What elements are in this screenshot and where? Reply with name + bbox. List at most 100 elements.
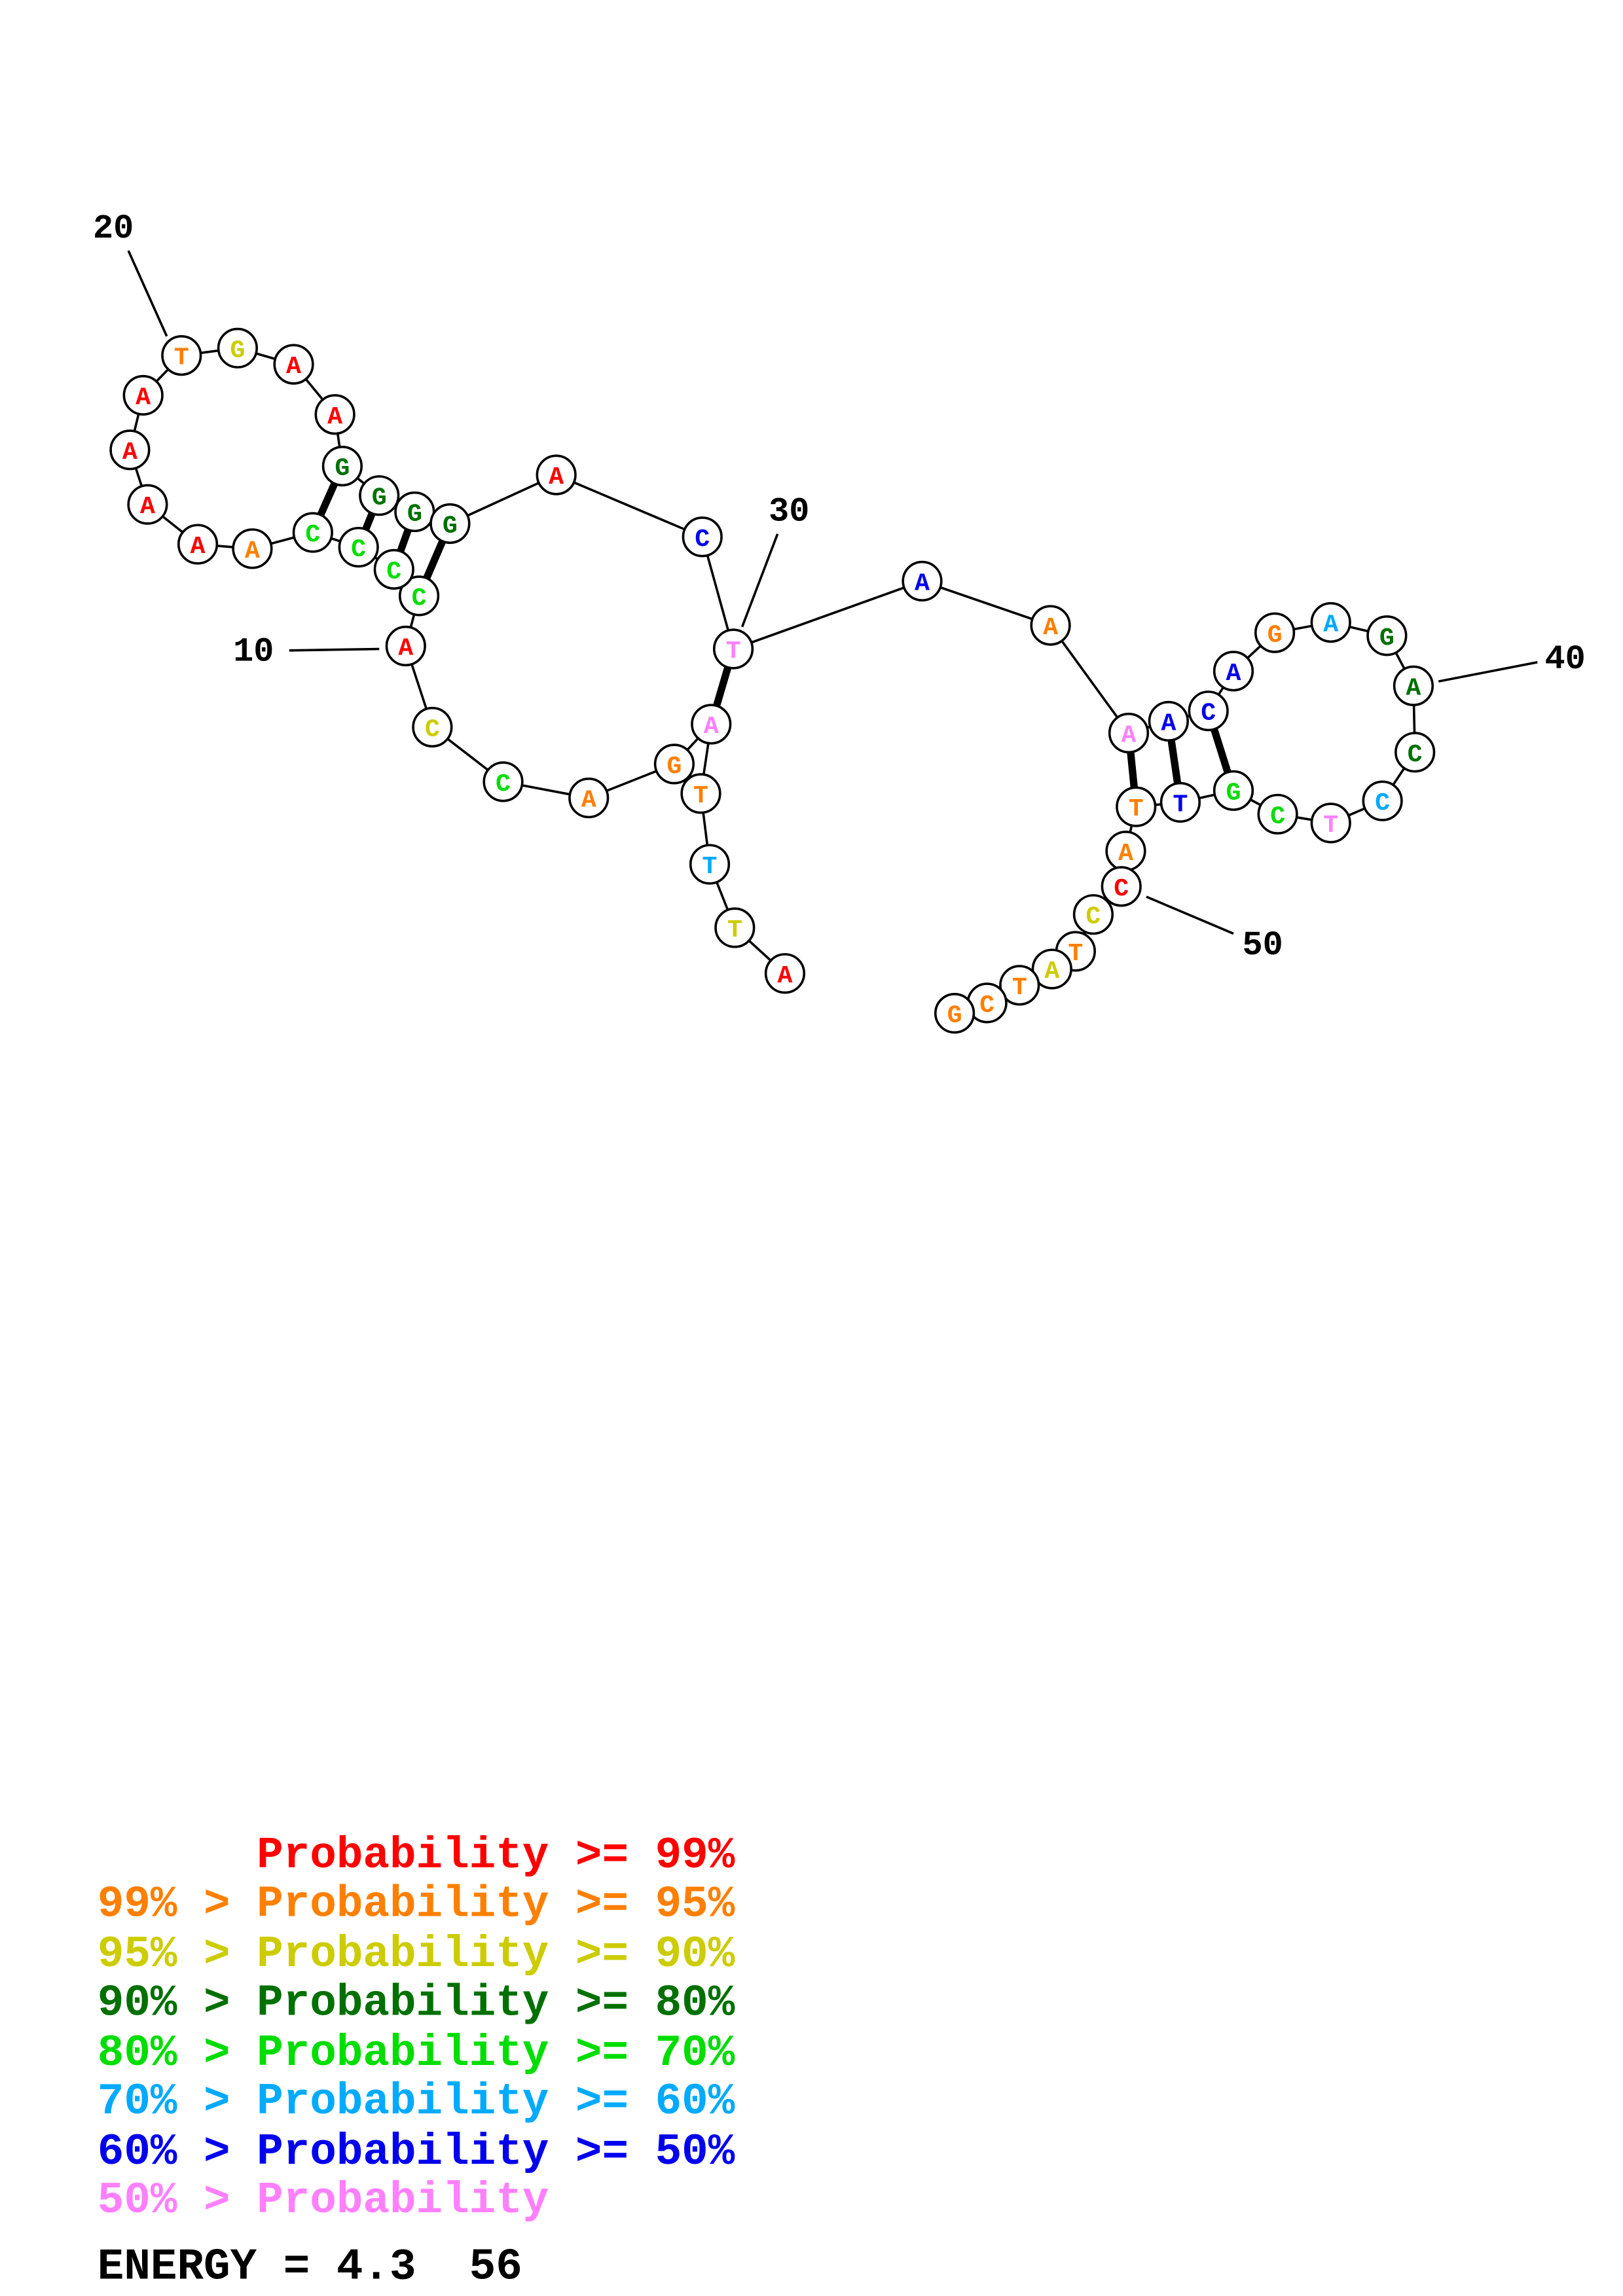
nucleotide-circle — [1257, 793, 1298, 835]
position-label: 50 — [1243, 926, 1283, 965]
nucleotide-circle — [691, 704, 732, 745]
nucleotide-circle — [764, 953, 806, 994]
nucleotide-letter: G — [666, 752, 682, 781]
nucleotide-circle — [1213, 770, 1254, 811]
nucleotide-letter: A — [398, 634, 413, 663]
nucleotide-letter: C — [1270, 802, 1285, 831]
nucleotide-circle — [127, 484, 168, 525]
nucleotide-circle — [1116, 786, 1157, 827]
backbone-segment — [1049, 624, 1130, 734]
nucleotide-letter: C — [386, 557, 401, 586]
nucleotide-letter: C — [1085, 903, 1101, 931]
nucleotide-letter: A — [136, 383, 151, 412]
nucleotide-letter: A — [1323, 610, 1338, 639]
nucleotide-letter: T — [702, 852, 718, 881]
nucleotide-circle — [1395, 732, 1436, 773]
nucleotide-letter: T — [1068, 939, 1083, 968]
legend-item-5: 70% > Probability >= 60% — [98, 2077, 735, 2127]
nucleotide-letter: G — [1267, 620, 1283, 649]
label-leader-line — [289, 647, 380, 652]
nucleotide-letter: G — [443, 512, 458, 541]
nucleotide-letter: A — [122, 438, 137, 467]
nucleotide-letter: C — [1408, 740, 1423, 769]
nucleotide-circle — [109, 429, 151, 471]
nucleotide-circle — [689, 844, 731, 885]
nucleotide-letter: G — [372, 484, 387, 512]
nucleotide-circle — [1254, 612, 1296, 653]
nucleotide-circle — [1393, 665, 1434, 706]
nucleotide-circle — [712, 628, 754, 670]
nucleotide-circle — [232, 528, 273, 569]
nucleotide-letter: G — [947, 1001, 962, 1030]
nucleotide-letter: C — [1114, 874, 1129, 903]
nucleotide-circle — [385, 625, 426, 667]
nucleotide-circle — [359, 475, 400, 516]
legend-item-7: 50% > Probability — [98, 2176, 549, 2226]
nucleotide-circle — [273, 344, 314, 385]
nucleotide-circle — [292, 512, 333, 553]
nucleotide-letter: A — [327, 403, 342, 431]
nucleotide-letter: T — [1323, 811, 1338, 840]
legend-item-3: 90% > Probability >= 80% — [98, 1979, 735, 2028]
nucleotide-circle — [653, 744, 695, 785]
nucleotide-letter: A — [1406, 673, 1421, 702]
nucleotide-circle — [429, 503, 471, 545]
position-label: 20 — [93, 209, 134, 248]
nucleotide-letter: C — [1201, 699, 1216, 728]
nucleotide-circle — [934, 993, 976, 1034]
nucleotide-letter: T — [1173, 790, 1188, 819]
nucleotide-letter: A — [140, 492, 155, 521]
nucleotide-circle — [568, 778, 610, 819]
nucleotide-circle — [161, 334, 202, 376]
nucleotide-circle — [1188, 691, 1229, 732]
nucleotide-circle — [1101, 866, 1142, 907]
nucleotide-circle — [398, 575, 440, 617]
nucleotide-circle — [1310, 802, 1351, 844]
nucleotide-circle — [682, 516, 723, 558]
legend-item-1: 99% > Probability >= 95% — [98, 1880, 735, 1929]
nucleotide-circle — [680, 773, 721, 814]
nucleotide-letter: C — [695, 525, 710, 554]
nucleotide-circle — [412, 706, 453, 748]
legend-item-0: Probability >= 99% — [98, 1831, 735, 1881]
nucleotide-letter: A — [191, 532, 206, 561]
nucleotide-letter: C — [496, 770, 511, 798]
nucleotide-letter: G — [335, 454, 350, 483]
backbone-segment — [733, 580, 923, 651]
nucleotide-circle — [1310, 601, 1351, 643]
nucleotide-circle — [338, 526, 379, 568]
nucleotide-circle — [536, 454, 577, 495]
nucleotide-circle — [483, 761, 524, 802]
energy-label: ENERGY = 4.3 56 — [98, 2243, 522, 2293]
nucleotide-circle — [314, 394, 356, 435]
nucleotide-letter: C — [305, 520, 320, 549]
label-leader-line — [1438, 661, 1538, 683]
label-leader-line — [127, 250, 168, 337]
backbone-segment — [921, 580, 1051, 627]
nucleotide-circle — [1366, 615, 1408, 656]
position-label: 10 — [233, 633, 274, 672]
nucleotide-circle — [373, 548, 414, 590]
nucleotide-circle — [1159, 781, 1201, 823]
nucleotide-circle — [1030, 605, 1071, 646]
nucleotide-circle — [1362, 780, 1403, 821]
nucleotide-circle — [321, 446, 363, 487]
nucleotide-letter: T — [174, 344, 189, 372]
nucleotide-letter: C — [425, 715, 440, 744]
nucleotide-letter: A — [1043, 613, 1058, 642]
nucleotide-circle — [714, 907, 756, 948]
nucleotide-letter: C — [351, 535, 366, 564]
nucleotide-letter: A — [1044, 957, 1059, 986]
nucleotide-letter: T — [1012, 973, 1027, 1002]
nucleotide-letter: C — [412, 584, 427, 613]
nucleotide-circle — [1148, 700, 1189, 742]
nucleotide-letter: A — [1122, 721, 1137, 750]
nucleotide-circle — [1213, 651, 1254, 692]
nucleotide-letter: A — [704, 712, 719, 741]
backbone-segment — [555, 473, 703, 538]
legend-item-2: 95% > Probability >= 90% — [98, 1930, 735, 1980]
nucleotide-letter: G — [1379, 624, 1395, 653]
label-leader-line — [740, 533, 779, 628]
